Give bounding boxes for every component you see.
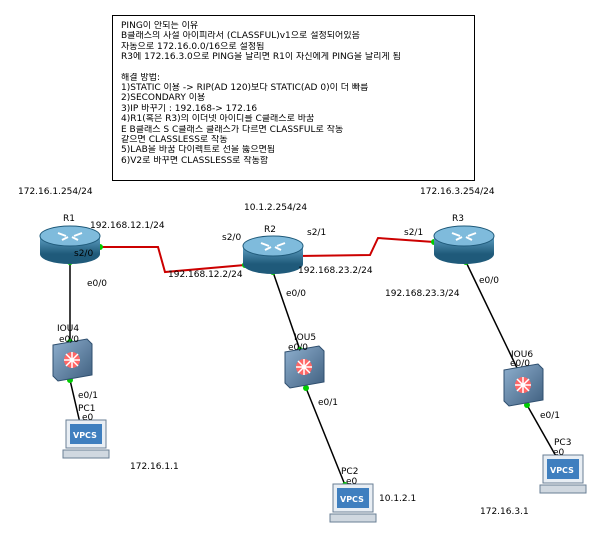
r3-lan-label: 172.16.3.254/24 xyxy=(420,187,495,197)
serial-link-r1-r2[interactable] xyxy=(100,246,246,274)
note-line: 자동으로 172.16.0.0/16으로 설정됨 xyxy=(121,41,265,52)
r2-s2-1-label: s2/1 xyxy=(307,228,327,238)
r2-serial-ip-label: 192.168.12.2/24 xyxy=(168,270,243,280)
note-line: 4)R1(혹은 R3)의 이더넷 아이디를 C클래스로 바꿈 xyxy=(121,114,315,125)
r3-e0-0-label: e0/0 xyxy=(479,276,500,286)
switch-icon[interactable] xyxy=(284,345,325,389)
eth-link-iou5-pc2[interactable] xyxy=(305,387,346,486)
pc3-ip-label: 172.16.3.1 xyxy=(480,507,529,517)
iou6-label: IOU6 xyxy=(511,350,534,360)
note-line: 1)STATIC 이용 -> RIP(AD 120)보다 STATIC(AD 0… xyxy=(121,83,369,94)
r2-lan-label: 10.1.2.254/24 xyxy=(244,203,308,213)
eth-link-iou6-pc3[interactable] xyxy=(526,404,558,459)
r1-lan-label: 172.16.1.254/24 xyxy=(18,187,93,197)
note-line: 같으면 CLASSLESS로 작동 xyxy=(121,135,228,146)
r1-label: R1 xyxy=(63,214,75,224)
pc3-label: PC3 xyxy=(554,438,572,448)
eth-link-r3-iou6[interactable] xyxy=(465,261,519,371)
iou5-label: IOU5 xyxy=(294,333,317,343)
iou4-e0-0-label: e0/0 xyxy=(59,335,80,345)
note-line: B클래스의 사설 아이피라서 (CLASSFUL)v1으로 설정되어있음 xyxy=(121,31,360,42)
eth-link-r2-iou5[interactable] xyxy=(272,271,301,351)
note-line: 해결 방법: xyxy=(121,72,161,83)
pc2-e0-label: e0 xyxy=(346,477,358,487)
iou4-e0-1-label: e0/1 xyxy=(78,391,99,401)
router-icon[interactable] xyxy=(433,225,495,264)
r1-serial-ip-label: 192.168.12.1/24 xyxy=(90,221,165,231)
pc-icon[interactable] xyxy=(62,419,110,459)
r3-s2-1-label: s2/1 xyxy=(404,228,424,238)
vpcs-text: VPCS xyxy=(73,431,97,440)
r2-e0-0-label: e0/0 xyxy=(286,289,307,299)
iou6-e0-0-label: e0/0 xyxy=(510,359,531,369)
vpcs-text: VPCS xyxy=(340,495,364,504)
explanation-note: PING이 안되는 이유 B클래스의 사설 아이피라서 (CLASSFUL)v1… xyxy=(112,15,475,181)
pc-icon[interactable] xyxy=(539,454,587,494)
iou5-e0-1-label: e0/1 xyxy=(318,398,339,408)
note-line: R3에 172.16.3.0으로 PING을 날리면 R1이 자신에게 PING… xyxy=(121,52,401,63)
r3-label: R3 xyxy=(452,214,464,224)
r1-s2-0-label: s2/0 xyxy=(74,249,94,259)
note-line: 6)V2로 바꾸면 CLASSLESS로 작동함 xyxy=(121,155,269,166)
pc3-e0-label: e0 xyxy=(553,448,565,458)
iou6-e0-1-label: e0/1 xyxy=(540,411,561,421)
switch-icon[interactable] xyxy=(503,363,544,407)
r1-e0-0-label: e0/0 xyxy=(87,279,108,289)
iou5-e0-0-label: e0/0 xyxy=(288,343,309,353)
pc2-ip-label: 10.1.2.1 xyxy=(379,494,417,504)
eth-link-iou4-pc1[interactable] xyxy=(69,379,81,424)
router-icon[interactable] xyxy=(39,225,101,264)
serial-link-r2-r3[interactable] xyxy=(297,236,435,257)
note-line: 2)SECONDARY 이용 xyxy=(121,93,206,104)
note-line: E B클래스 S C클래스 클래스가 다르면 CLASSFUL로 작동 xyxy=(121,124,344,135)
vpcs-text: VPCS xyxy=(550,466,574,475)
r2-label: R2 xyxy=(264,225,276,235)
r3-serial-ip-label: 192.168.23.3/24 xyxy=(385,289,460,299)
switch-icon[interactable] xyxy=(52,338,93,382)
pc-icon[interactable] xyxy=(329,483,377,523)
router-icon[interactable] xyxy=(242,235,304,274)
note-line: PING이 안되는 이유 xyxy=(121,21,199,31)
pc1-ip-label: 172.16.1.1 xyxy=(130,462,179,472)
r2-serial2-ip-label: 192.168.23.2/24 xyxy=(298,266,373,276)
note-line: 3)IP 바꾸기 : 192.168-> 172.16 xyxy=(121,103,258,114)
pc2-label: PC2 xyxy=(341,467,359,477)
r2-s2-0-label: s2/0 xyxy=(222,233,242,243)
pc1-e0-label: e0 xyxy=(82,413,94,423)
note-line: 5)LAB을 바꿈 다이렉트로 선을 뚫으면됨 xyxy=(121,145,276,156)
pc1-label: PC1 xyxy=(78,404,96,414)
iou4-label: IOU4 xyxy=(57,324,80,334)
